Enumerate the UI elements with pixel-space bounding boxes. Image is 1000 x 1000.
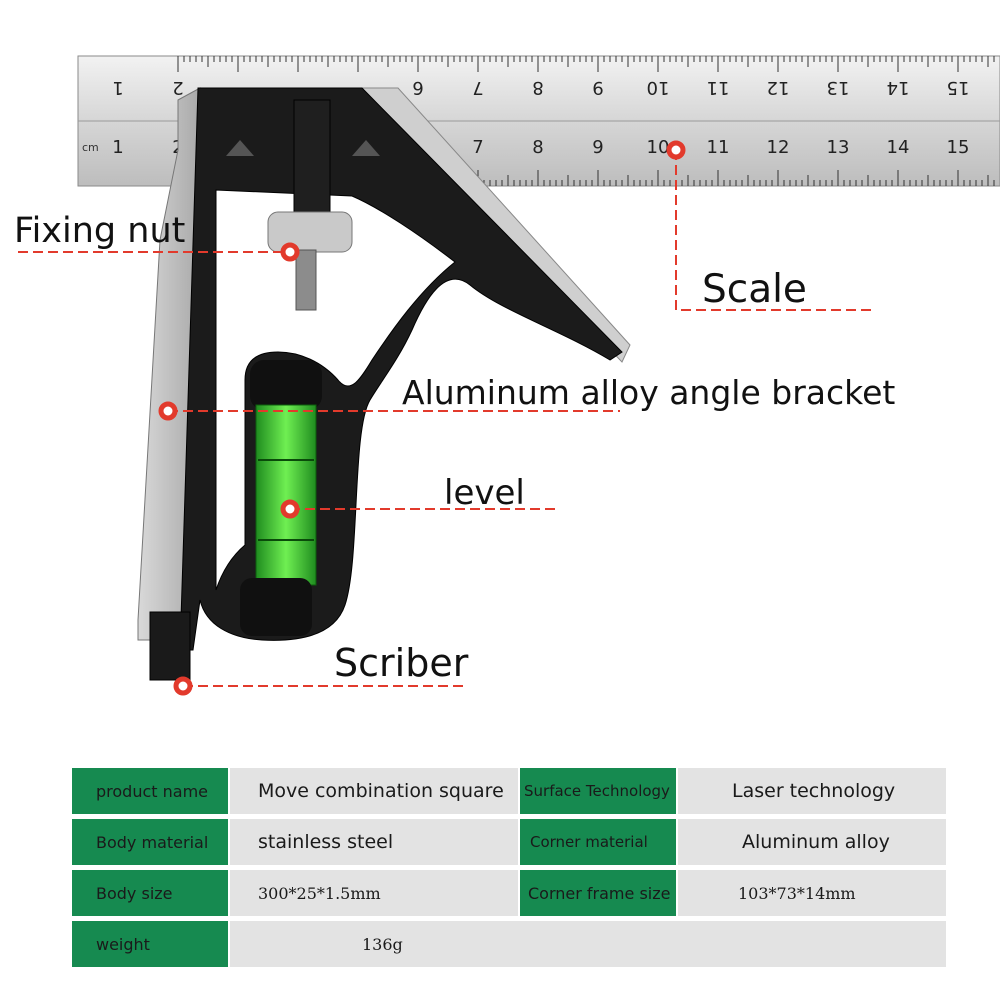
spec-row: product name Move combination square Sur… [72,768,946,814]
ruler-number: 11 [707,77,730,98]
fixing-nut-screw [295,249,317,311]
level-vial [255,404,317,586]
spec-label: Body material [72,819,228,865]
callout-bracket: Aluminum alloy angle bracket [402,373,896,412]
ruler-top-ticks [177,56,995,72]
ruler-number: 1 [112,77,123,98]
arrow-up-mark [226,140,254,156]
callout-markers [158,140,686,696]
ruler-number: 8 [532,77,543,98]
spec-row: Body material stainless steel Corner mat… [72,819,946,865]
ruler-number: 14 [887,77,910,98]
level-cap-bottom [240,578,312,636]
marker-bracket [158,401,178,421]
ruler-number: 15 [947,137,970,158]
ruler-number: 12 [767,77,790,98]
callout-fixing-nut: Fixing nut [14,211,186,251]
spec-value: 300*25*1.5mm [230,870,518,916]
ruler-number: 12 [767,137,790,158]
ruler-number: 7 [472,137,483,158]
ruler-number: 1 [112,137,123,158]
spec-label: weight [72,921,228,967]
marker-scale [666,140,686,160]
ruler-number: 8 [532,137,543,158]
callout-leader-lines [18,150,875,687]
ruler-number: 2 [172,77,183,98]
ruler-number: 10 [647,137,670,158]
marker-fixing-nut [280,242,300,262]
spec-label: Surface Technology [520,768,676,814]
level-cap-top [250,360,322,410]
ruler-number: 11 [707,137,730,158]
spec-value: Move combination square [230,768,518,814]
spec-value: 136g [230,921,946,967]
spec-value: Aluminum alloy [678,819,946,865]
callout-scale: Scale [702,267,807,312]
ruler-number: 9 [592,137,603,158]
spec-label: Body size [72,870,228,916]
spec-label: Corner frame size [520,870,676,916]
marker-level [280,499,300,519]
spec-table: product name Move combination square Sur… [72,768,946,972]
spec-value: Laser technology [678,768,946,814]
ruler-number: 6 [412,77,423,98]
fixing-nut [267,211,353,253]
callout-scriber: Scriber [334,641,469,685]
ruler-number: 9 [592,77,603,98]
spec-row: weight 136g [72,921,946,967]
callout-level: level [444,473,525,513]
ruler-number: 14 [887,137,910,158]
spec-row: Body size 300*25*1.5mm Corner frame size… [72,870,946,916]
ruler-number: 10 [647,77,670,98]
ruler-number: 13 [827,137,850,158]
ruler-number: 15 [947,77,970,98]
ruler-unit-label: cm [82,141,99,154]
fixing-nut-post [293,99,331,226]
spec-value: 103*73*14mm [678,870,946,916]
marker-scriber [173,676,193,696]
ruler-number: 7 [472,77,483,98]
spec-value: stainless steel [230,819,518,865]
arrow-up-mark [352,140,380,156]
spec-label: Corner material [520,819,676,865]
spec-label: product name [72,768,228,814]
ruler-number: 13 [827,77,850,98]
scriber-pin [149,611,191,681]
